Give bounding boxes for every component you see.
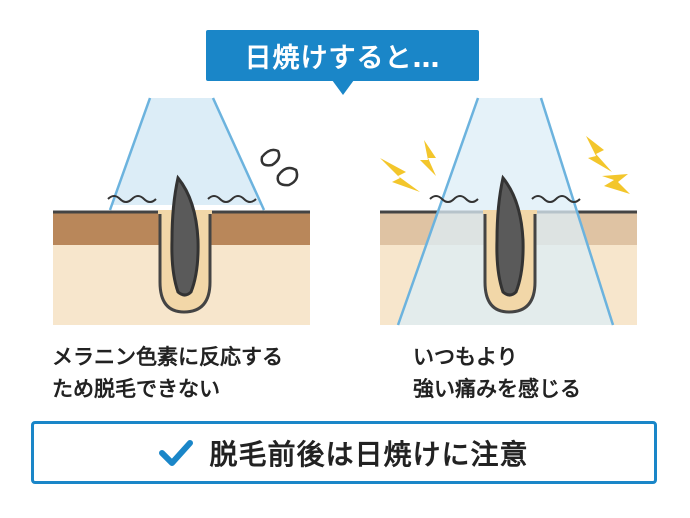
right-caption-line2: 強い痛みを感じる xyxy=(413,377,581,401)
left-hair xyxy=(170,174,200,297)
right-caption-line1: いつもより xyxy=(413,345,518,369)
banner: 日焼けすると… xyxy=(206,30,479,81)
right-caption: いつもより 強い痛みを感じる xyxy=(413,341,581,405)
left-caption: メラニン色素に反応する ため脱毛できない xyxy=(52,341,283,405)
left-caption-line1: メラニン色素に反応する xyxy=(52,345,283,369)
right-hair xyxy=(495,174,525,297)
check-icon xyxy=(159,439,194,466)
banner-title: 日焼けすると… xyxy=(244,43,441,74)
caution-note: 脱毛前後は日焼けに注意 xyxy=(31,421,657,484)
left-caption-line2: ため脱毛できない xyxy=(52,377,220,401)
sweat-drops-icon xyxy=(260,148,299,187)
caution-note-text: 脱毛前後は日焼けに注意 xyxy=(209,437,529,471)
banner-pointer xyxy=(332,80,354,95)
lightning-icon xyxy=(380,136,630,194)
